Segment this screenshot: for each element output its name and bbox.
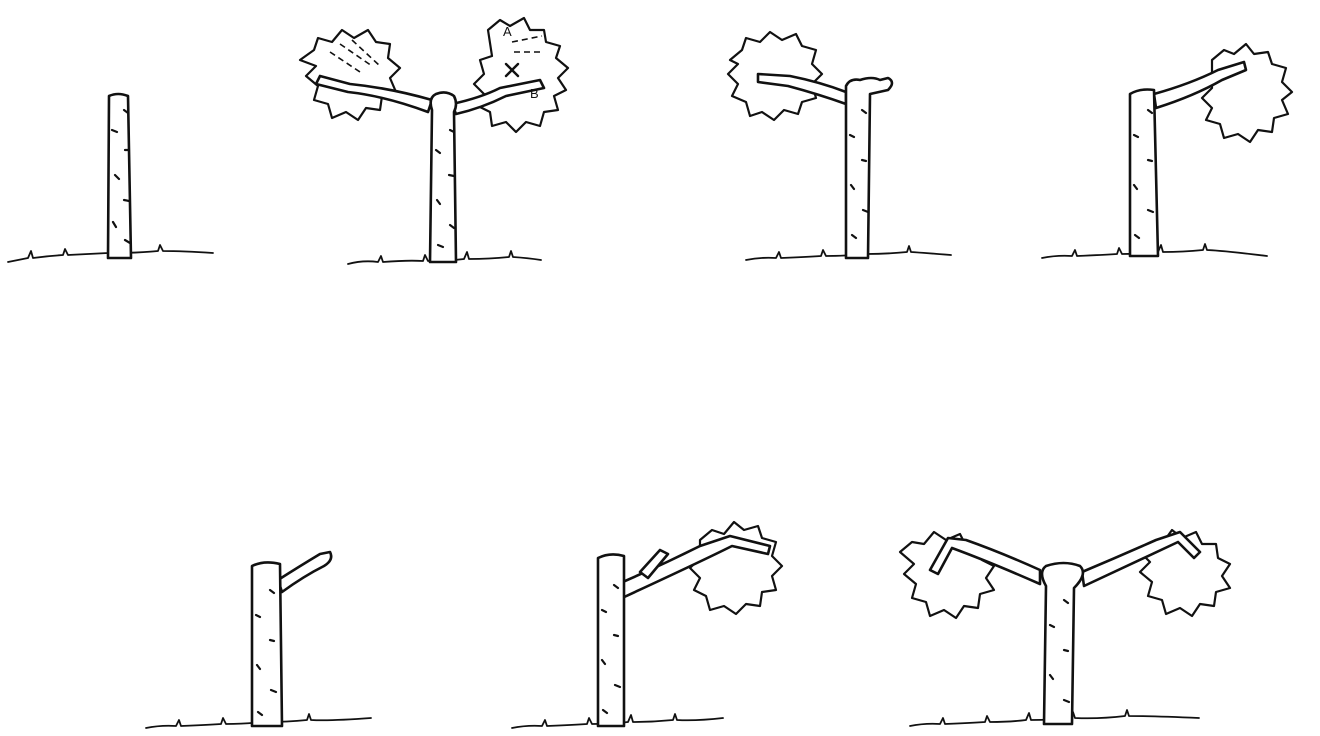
label-b: B: [530, 86, 539, 101]
trunk-6: [598, 554, 624, 726]
trunk-1: [108, 94, 131, 258]
panel-step-2: A B: [300, 18, 568, 264]
panel-step-6: [512, 522, 782, 728]
panel-step-4: [1042, 44, 1292, 258]
panel-step-5: [146, 552, 371, 728]
trunk-7: [1042, 563, 1083, 724]
panel-step-1: [8, 94, 213, 262]
crown-right-2: [474, 18, 568, 132]
trunk-2: [430, 92, 456, 262]
panel-step-3: [728, 32, 951, 260]
shoot-5: [278, 552, 331, 592]
trunk-5: [252, 562, 282, 726]
panel-step-7: [900, 530, 1230, 726]
trunk-3: [846, 78, 892, 258]
crown-right-4: [1202, 44, 1292, 142]
trunk-4: [1130, 90, 1158, 257]
crown-right-6: [690, 522, 782, 614]
label-a: A: [503, 24, 512, 39]
crown-left-2: [300, 30, 400, 120]
